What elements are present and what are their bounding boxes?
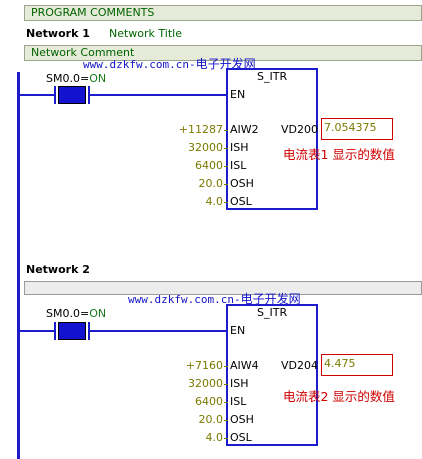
contact-1-label[interactable]: SM0.0=ON xyxy=(46,72,106,85)
rung-2-wire-right xyxy=(90,330,228,332)
block-1-stub-0 xyxy=(224,130,228,131)
block-2-en-pin: EN xyxy=(230,324,246,337)
watermark-1: www.dzkfw.com.cn-电子开发网 xyxy=(83,55,256,72)
program-comments-bar[interactable]: PROGRAM COMMENTS xyxy=(24,5,422,21)
block-2-input-value-4[interactable]: 4.0 xyxy=(205,431,224,444)
network-1-comment: Network Comment xyxy=(31,46,135,59)
contact-1-right-plate xyxy=(88,86,90,104)
block-2-pin-in: AIW4 xyxy=(230,359,259,372)
block-2-pin-isl: ISL xyxy=(230,395,247,408)
rung-1-wire-left xyxy=(20,94,56,96)
block-1-input-value-4[interactable]: 4.0 xyxy=(205,195,224,208)
network-1-title[interactable]: Network Title xyxy=(109,27,182,40)
contact-1-eq: = xyxy=(79,72,90,85)
program-comments-label: PROGRAM COMMENTS xyxy=(31,6,155,19)
watermark-2: www.dzkfw.com.cn-电子开发网 xyxy=(128,290,301,307)
contact-2-left-plate xyxy=(54,322,56,340)
block-1-input-value-0[interactable]: +11287 xyxy=(178,123,223,136)
rung-2-wire-left xyxy=(20,330,56,332)
block-1-pin-in: AIW2 xyxy=(230,123,259,136)
network-1-note: 电流表1 显示的数值 xyxy=(283,147,395,162)
s-itr-block-2-title: S_ITR xyxy=(257,306,288,319)
block-2-output-pin: VD204 xyxy=(281,359,318,372)
contact-2[interactable] xyxy=(58,322,86,340)
block-1-pin-osh: OSH xyxy=(230,177,254,190)
block-1-en-pin: EN xyxy=(230,88,246,101)
watermark-1-cn: 电子开发网 xyxy=(195,57,256,71)
block-1-pin-isl: ISL xyxy=(230,159,247,172)
s-itr-block-1[interactable] xyxy=(226,68,318,210)
block-1-pin-ish: ISH xyxy=(230,141,249,154)
block-1-stub-4 xyxy=(224,202,228,203)
block-1-stub-2 xyxy=(224,166,228,167)
block-2-pin-ish: ISH xyxy=(230,377,249,390)
block-1-input-value-1[interactable]: 32000 xyxy=(188,141,223,154)
contact-2-value: ON xyxy=(89,307,107,320)
contact-1-left-plate xyxy=(54,86,56,104)
block-2-stub-4 xyxy=(224,438,228,439)
block-1-stub-1 xyxy=(224,148,228,149)
block-2-stub-0 xyxy=(224,366,228,367)
contact-2-label[interactable]: SM0.0=ON xyxy=(46,307,106,320)
block-2-pin-osh: OSH xyxy=(230,413,254,426)
network-2-label[interactable]: Network 2 xyxy=(26,263,90,276)
block-2-input-value-3[interactable]: 20.0 xyxy=(198,413,224,426)
block-2-input-value-0[interactable]: +7160 xyxy=(185,359,223,372)
network-2-note: 电流表2 显示的数值 xyxy=(283,389,395,404)
block-1-input-value-2[interactable]: 6400 xyxy=(195,159,223,172)
watermark-2-url: www.dzkfw.com.cn xyxy=(128,293,234,306)
block-2-output-value[interactable]: 4.475 xyxy=(321,354,393,376)
block-2-stub-2 xyxy=(224,402,228,403)
rung-1-wire-right xyxy=(90,94,228,96)
s-itr-block-1-title: S_ITR xyxy=(257,70,288,83)
block-1-pin-osl: OSL xyxy=(230,195,252,208)
block-1-input-value-3[interactable]: 20.0 xyxy=(198,177,224,190)
block-2-input-value-2[interactable]: 6400 xyxy=(195,395,223,408)
contact-1-value: ON xyxy=(89,72,107,85)
watermark-2-sep: - xyxy=(233,293,241,306)
contact-2-right-plate xyxy=(88,322,90,340)
block-1-output-value[interactable]: 7.054375 xyxy=(321,118,393,140)
contact-2-eq: = xyxy=(79,307,90,320)
contact-1[interactable] xyxy=(58,86,86,104)
block-2-input-value-1[interactable]: 32000 xyxy=(188,377,223,390)
block-2-stub-3 xyxy=(224,420,228,421)
power-rail xyxy=(17,72,20,459)
watermark-1-sep: - xyxy=(188,58,196,71)
contact-2-name: SM0.0 xyxy=(46,307,80,320)
block-1-stub-3 xyxy=(224,184,228,185)
block-1-output-pin: VD200 xyxy=(281,123,318,136)
watermark-1-url: www.dzkfw.com.cn xyxy=(83,58,189,71)
network-1-label[interactable]: Network 1 xyxy=(26,27,90,40)
block-2-stub-1 xyxy=(224,384,228,385)
watermark-2-cn: 电子开发网 xyxy=(240,292,301,306)
block-2-pin-osl: OSL xyxy=(230,431,252,444)
s-itr-block-2[interactable] xyxy=(226,304,318,446)
contact-1-name: SM0.0 xyxy=(46,72,80,85)
network-1-comment-bar[interactable]: Network Comment xyxy=(24,45,422,61)
